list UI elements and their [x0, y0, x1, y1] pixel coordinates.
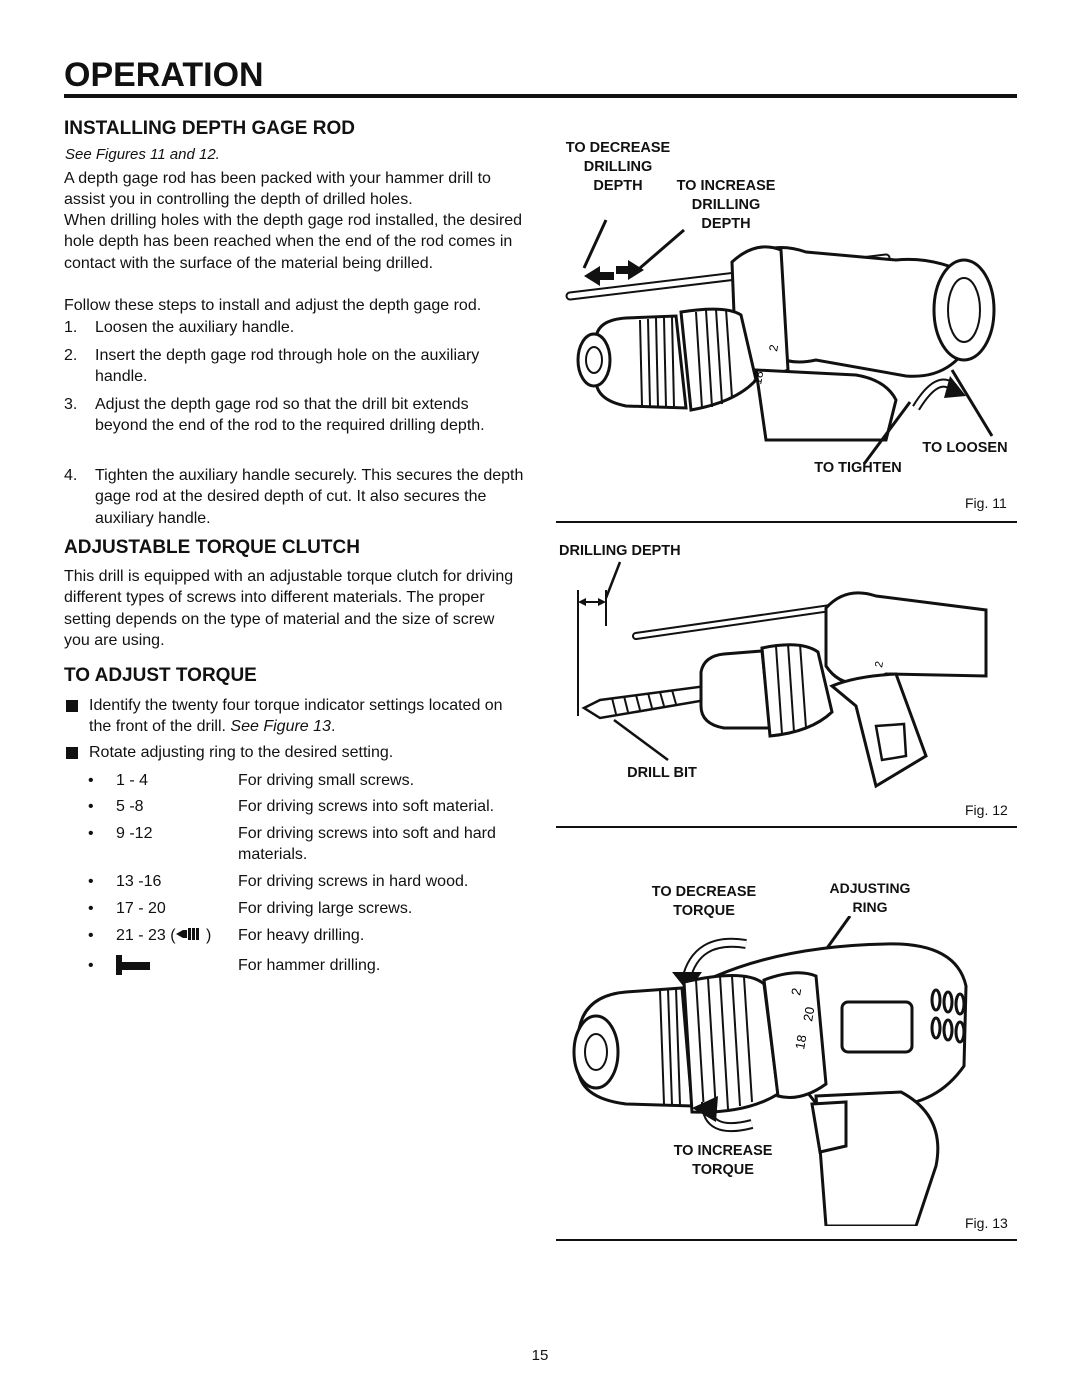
torque-setting-row: •17 - 20 For driving large screws.	[88, 898, 524, 919]
double-arrow-icon	[584, 260, 644, 286]
torque-setting-row: • 21 - 23 ( ) For heavy drilling.	[88, 925, 524, 946]
fig12-caption: Fig. 12	[965, 802, 1008, 818]
bullet-text: Rotate adjusting ring to the desired set…	[89, 744, 394, 761]
fig12-label-drill-bit: DRILL BIT	[627, 765, 697, 781]
setting-range: 13 -16	[116, 873, 162, 890]
fig13-label-ring: ADJUSTING RING	[829, 880, 911, 915]
step-item: 3. Adjust the depth gage rod so that the…	[64, 394, 524, 437]
setting-desc: For hammer drilling.	[238, 957, 381, 974]
fig11-label-loosen: TO LOOSEN	[922, 440, 1008, 456]
square-bullet-icon	[66, 700, 78, 712]
setting-desc: For heavy drilling.	[238, 927, 365, 944]
section-title-adjust-torque: TO ADJUST TORQUE	[64, 665, 257, 686]
square-bullet-icon	[66, 747, 78, 759]
torque-setting-row: •5 -8 For driving screws into soft mater…	[88, 796, 524, 817]
setting-range: 9 -12	[116, 825, 153, 842]
torque-setting-row: •13 -16 For driving screws in hard wood.	[88, 871, 524, 892]
section-title-torque-clutch: ADJUSTABLE TORQUE CLUTCH	[64, 537, 360, 558]
setting-range: 17 - 20	[116, 900, 166, 917]
paragraph-intro: A depth gage rod has been packed with yo…	[64, 170, 491, 209]
page-title: OPERATION	[64, 56, 264, 94]
step-number: 3.	[64, 396, 78, 413]
fig12-label-drilling-depth: DRILLING DEPTH	[559, 543, 681, 559]
setting-range: 21 - 23 (	[116, 927, 176, 944]
step-item: 4. Tighten the auxiliary handle securely…	[64, 465, 524, 529]
figure-divider	[556, 826, 1017, 828]
rotate-arrow-icon	[692, 1096, 718, 1122]
rotate-arrow-icon	[944, 376, 966, 398]
setting-range: 1 - 4	[116, 772, 149, 789]
torque-setting-row: • For hammer drilling.	[88, 955, 524, 976]
page-number: 15	[531, 1347, 549, 1364]
step-text: Insert the depth gage rod through hole o…	[95, 347, 480, 386]
bullet-item: Identify the twenty four torque indicato…	[64, 695, 524, 738]
setting-range: 5 -8	[116, 798, 144, 815]
figure-ref: See Figure 13	[230, 718, 331, 736]
torque-setting-row: •9 -12 For driving screws into soft and …	[88, 823, 524, 866]
svg-text:20: 20	[800, 1006, 817, 1023]
step-text: Loosen the auxiliary handle.	[95, 319, 295, 336]
setting-desc: For driving small screws.	[238, 772, 415, 789]
hammer-mode-icon	[116, 955, 150, 975]
fig13-label-decrease: TO DECREASE TORQUE	[651, 884, 757, 919]
step-item: 1. Loosen the auxiliary handle.	[64, 317, 524, 338]
step-text: Tighten the auxiliary handle securely. T…	[95, 467, 524, 527]
step-number: 4.	[64, 467, 78, 484]
step-item: 2. Insert the depth gage rod through hol…	[64, 345, 524, 388]
figure-divider	[556, 1239, 1017, 1241]
fig11-label-tighten: TO TIGHTEN	[814, 460, 902, 476]
section-title-depth-gage: INSTALLING DEPTH GAGE ROD	[64, 118, 355, 139]
fig13-drill-illustration: 18 20 2	[572, 916, 968, 1226]
svg-text:18: 18	[750, 370, 766, 386]
step-text: Adjust the depth gage rod so that the dr…	[95, 396, 485, 435]
figure-divider	[556, 521, 1017, 523]
svg-text:2: 2	[788, 987, 804, 997]
fig13-label-increase: TO INCREASE TORQUE	[673, 1143, 773, 1178]
fig11-label-increase: TO INCREASE DRILLING DEPTH	[676, 178, 776, 232]
fig13-caption: Fig. 13	[965, 1215, 1008, 1231]
svg-text:2: 2	[873, 660, 886, 668]
torque-setting-row: •1 - 4 For driving small screws.	[88, 770, 524, 791]
paragraph-torque-clutch: This drill is equipped with an adjustabl…	[64, 568, 514, 649]
fig12-drill-illustration: 18 2	[577, 561, 988, 789]
step-number: 2.	[64, 347, 78, 364]
setting-desc: For driving screws into soft material.	[238, 798, 495, 815]
fig11-label-decrease: TO DECREASE DRILLING DEPTH	[565, 140, 671, 194]
setting-desc: For driving screws in hard wood.	[238, 873, 469, 890]
fig11-drill-illustration: 18 2	[565, 219, 996, 465]
paragraph-follow-steps: Follow these steps to install and adjust…	[64, 297, 482, 314]
svg-text:2: 2	[766, 343, 781, 352]
setting-desc: For driving large screws.	[238, 900, 413, 917]
step-number: 1.	[64, 319, 78, 336]
bullet-item: Rotate adjusting ring to the desired set…	[64, 742, 524, 763]
see-figures-note: See Figures 11 and 12.	[65, 146, 220, 163]
svg-text:18: 18	[792, 1034, 809, 1051]
setting-desc: For driving screws into soft and hard ma…	[238, 825, 496, 864]
title-rule	[64, 94, 1017, 98]
drill-mode-icon	[175, 928, 199, 940]
bullet-text: Identify the twenty four torque indicato…	[89, 697, 503, 736]
paragraph-depth-reached: When drilling holes with the depth gage …	[64, 212, 523, 272]
fig11-caption: Fig. 11	[965, 495, 1007, 511]
